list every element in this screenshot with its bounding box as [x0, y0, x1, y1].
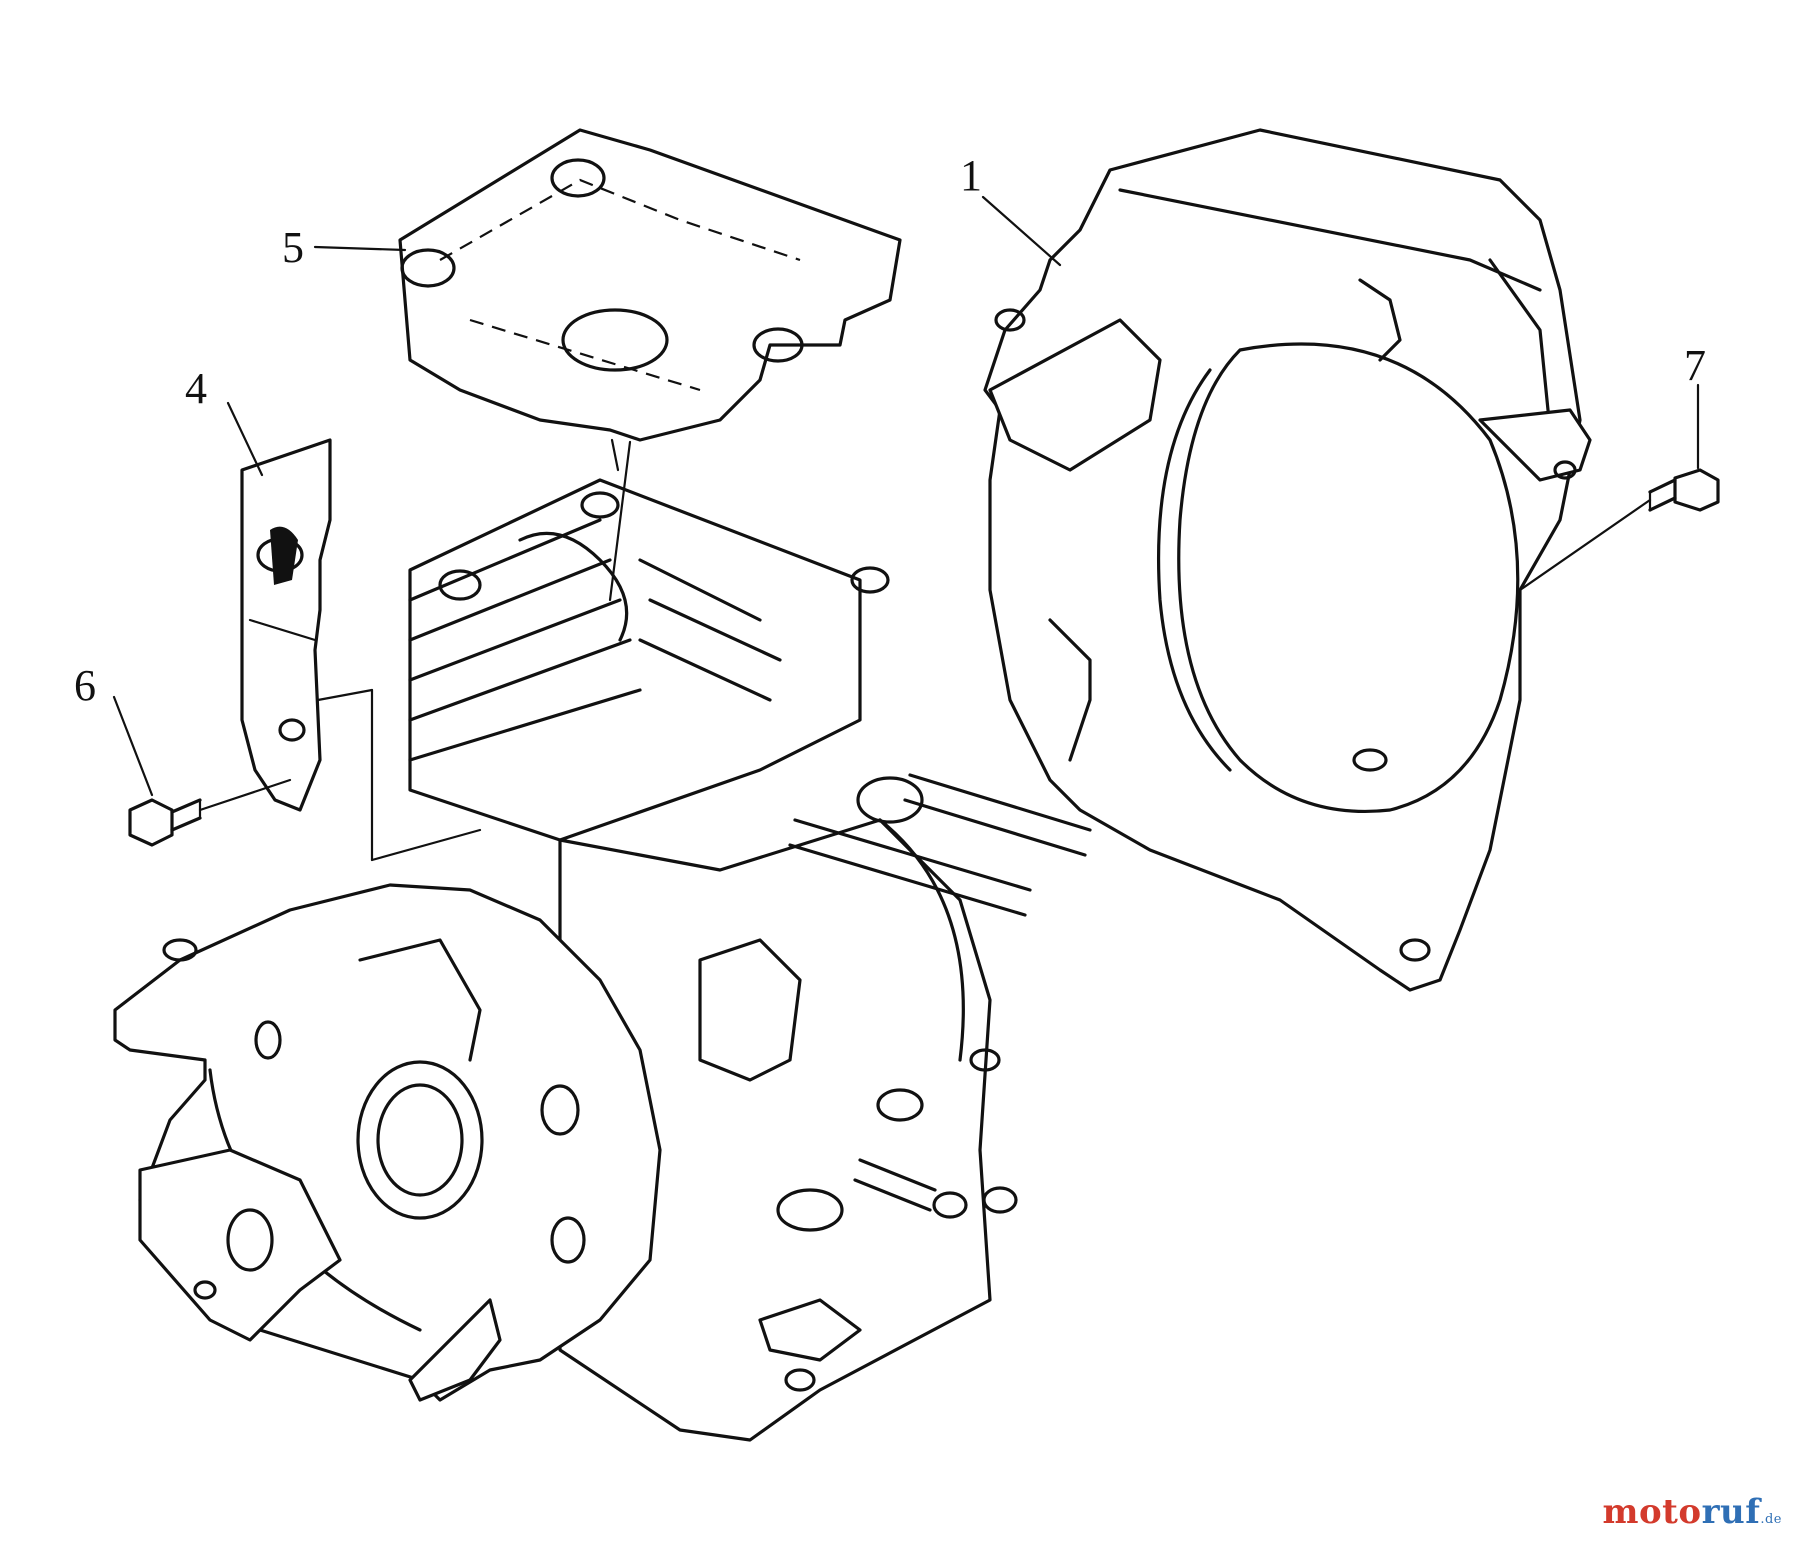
- logo-part2: ruf: [1701, 1492, 1761, 1532]
- logo-tld: .de: [1760, 1512, 1782, 1527]
- blower-backplate: [113, 883, 662, 1402]
- part-4-side-baffle: [240, 438, 332, 812]
- part-6-bolt: [128, 798, 202, 847]
- callout-5: 5: [282, 223, 304, 272]
- logo-part1: moto: [1602, 1492, 1702, 1532]
- callout-1: 1: [960, 151, 982, 200]
- part-7-bolt: [1648, 468, 1720, 512]
- part-5-head-shroud: [398, 128, 902, 472]
- callout-4: 4: [185, 364, 207, 413]
- watermark-logo: motoruf.de: [1603, 1492, 1782, 1532]
- callout-6: 6: [74, 661, 96, 710]
- engine-block: [316, 478, 1092, 1442]
- callout-labels: 1 4 5 6 7: [74, 151, 1706, 710]
- part-1-blower-housing: [983, 128, 1592, 992]
- leader-lines: [112, 195, 1700, 812]
- callout-7: 7: [1684, 341, 1706, 390]
